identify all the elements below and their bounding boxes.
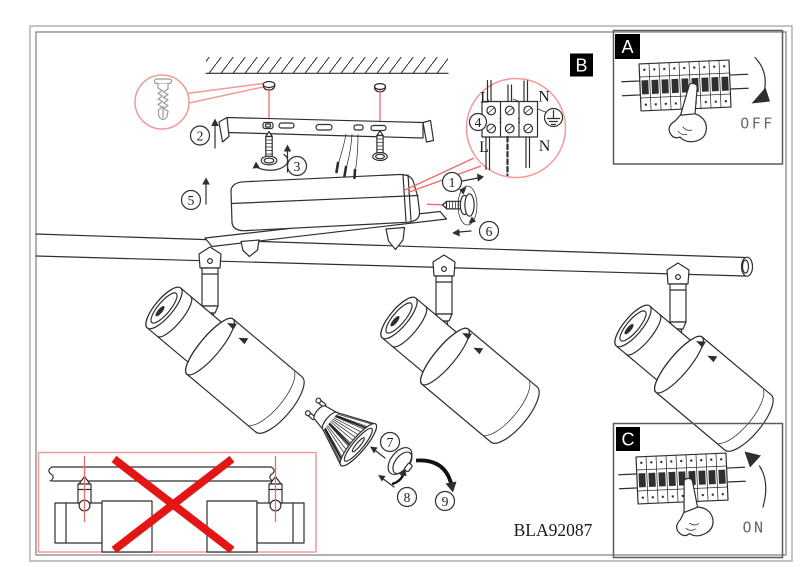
inset-panel-c: C ON: [612, 422, 784, 559]
ceiling-hatch: [205, 57, 449, 74]
terminal-screws: [486, 105, 534, 134]
warning-fixture-left: [54, 475, 153, 553]
step-4-badge: [468, 112, 488, 132]
track-end-cap: [740, 256, 754, 277]
step-5-label: 5: [188, 193, 195, 208]
panel-c-letter: C: [622, 430, 635, 450]
warning-fixture-right: [206, 475, 305, 553]
retaining-ring: [387, 446, 413, 476]
mounting-bracket-group: [218, 80, 435, 180]
step-4-label: 4: [475, 115, 482, 130]
step-9-label: 9: [442, 494, 449, 509]
wiring-detail: L N L N 4: [404, 77, 567, 194]
earth-symbol: [543, 107, 564, 128]
step-badges: 1 2 3 5 6 7 8 9: [180, 118, 500, 512]
spotlight-1: [133, 274, 313, 441]
step-8-badge: [396, 486, 418, 508]
step-6-label: 6: [486, 224, 493, 239]
wall-plug-detail: [134, 74, 264, 130]
canopy-assembly: [204, 173, 448, 258]
step-5-badge: [180, 189, 202, 211]
model-number: BLA92087: [514, 520, 593, 540]
step-2-badge: [189, 125, 211, 146]
off-arrow: [751, 56, 770, 104]
step-1-label: 1: [449, 175, 456, 190]
terminal-label-live-top: L: [480, 90, 490, 107]
red-cross: [111, 455, 235, 554]
inner-border: [35, 31, 787, 556]
wall-anchor-right-installed: [373, 82, 387, 93]
panel-a-letter: A: [621, 37, 633, 57]
step-9-badge: [434, 490, 456, 512]
canopy-screw-group: [426, 185, 478, 226]
step-2-label: 2: [197, 129, 204, 144]
screw-right: [372, 130, 388, 162]
wrong-mounting-warning: [37, 451, 317, 554]
terminal-label-live-bottom: L: [479, 139, 489, 156]
on-label: ON: [742, 519, 765, 537]
gu10-bulb: [293, 383, 382, 471]
step-7-badge: [379, 431, 401, 453]
ring-twist-arrow: [391, 468, 407, 486]
step-3-label: 3: [294, 159, 301, 174]
off-label: OFF: [740, 115, 775, 133]
warning-frame: [37, 451, 317, 553]
bracket-slots: [262, 121, 387, 132]
screw-left: [260, 130, 278, 166]
detail-b-tag: B: [570, 53, 593, 77]
terminal-block: [481, 100, 539, 138]
on-arrow: [744, 451, 767, 508]
wall-plug-icon: [153, 78, 173, 121]
step-6-badge: [478, 220, 500, 242]
outer-border: [29, 25, 793, 562]
wall-anchor-left-installed: [262, 80, 276, 91]
bracket-wires: [335, 133, 359, 180]
track-bar: [35, 233, 754, 277]
canopy-clip-left: [240, 239, 260, 258]
canopy-body: [230, 173, 421, 232]
canopy-clip-right: [385, 226, 406, 251]
rotate-direction-arrow: [415, 458, 457, 493]
step-8-label: 8: [404, 490, 411, 505]
terminal-label-neutral-top: N: [538, 89, 550, 106]
detail-b-letter: B: [575, 56, 587, 76]
step-1-badge: [441, 171, 463, 193]
fixture-wires-bottom: [485, 135, 531, 177]
screw-rotate-arrow: [457, 185, 478, 226]
inset-panel-a: A OFF: [612, 29, 784, 165]
spotlight-2: [368, 284, 548, 451]
terminal-label-neutral-bottom: N: [539, 138, 551, 155]
step-7-label: 7: [387, 435, 394, 450]
breaker-row-c: [617, 451, 747, 506]
